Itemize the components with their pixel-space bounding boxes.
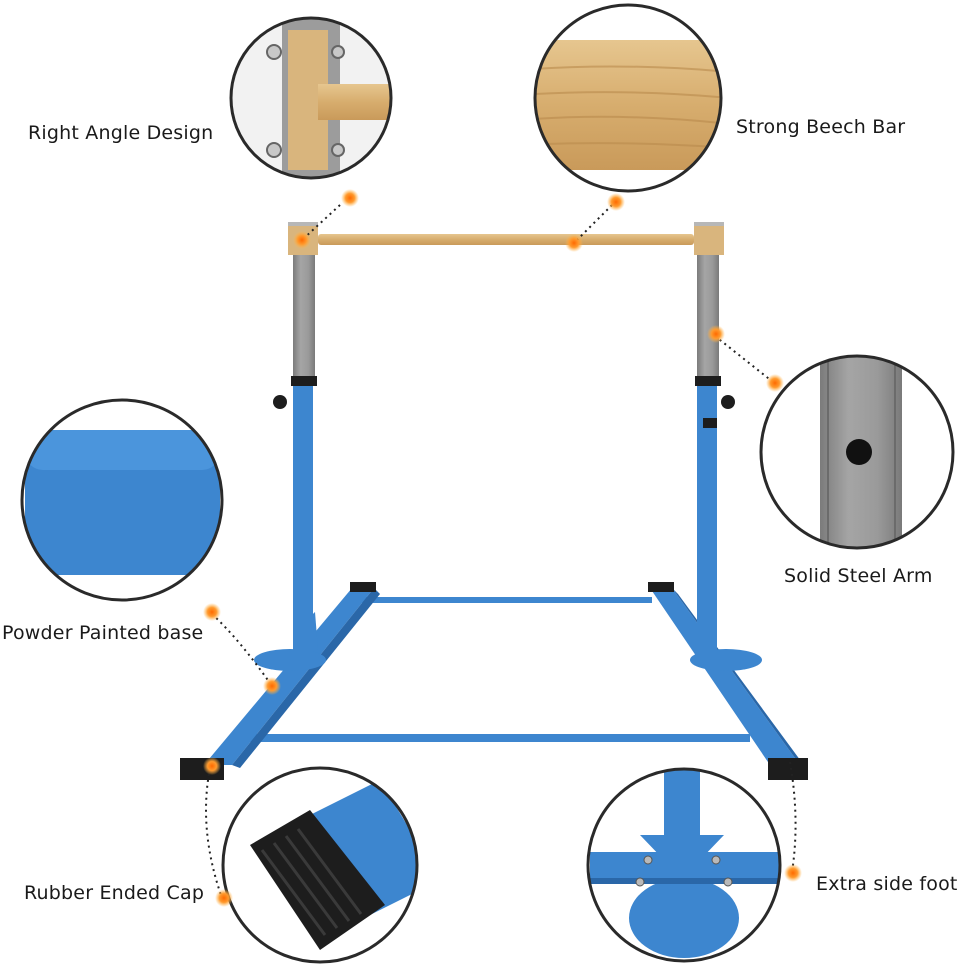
- detail-circle-rubber-cap: [221, 766, 419, 964]
- gym-bar-frame: [180, 222, 808, 780]
- detail-circle-beech-bar: [533, 3, 723, 193]
- detail-circle-right-angle: [229, 16, 393, 180]
- label-rubber-ended-cap: Rubber Ended Cap: [24, 882, 205, 904]
- label-powder-painted-base: Powder Painted base: [2, 622, 204, 644]
- label-extra-side-foot: Extra side foot: [816, 873, 958, 895]
- detail-circle-powder-base: [20, 398, 224, 602]
- detail-circle-steel-arm: [759, 354, 955, 550]
- label-strong-beech-bar: Strong Beech Bar: [736, 116, 906, 138]
- detail-circle-side-foot: [586, 767, 782, 963]
- label-solid-steel-arm: Solid Steel Arm: [784, 565, 933, 587]
- callout-markers: [203, 189, 802, 907]
- label-right-angle-design: Right Angle Design: [28, 122, 214, 144]
